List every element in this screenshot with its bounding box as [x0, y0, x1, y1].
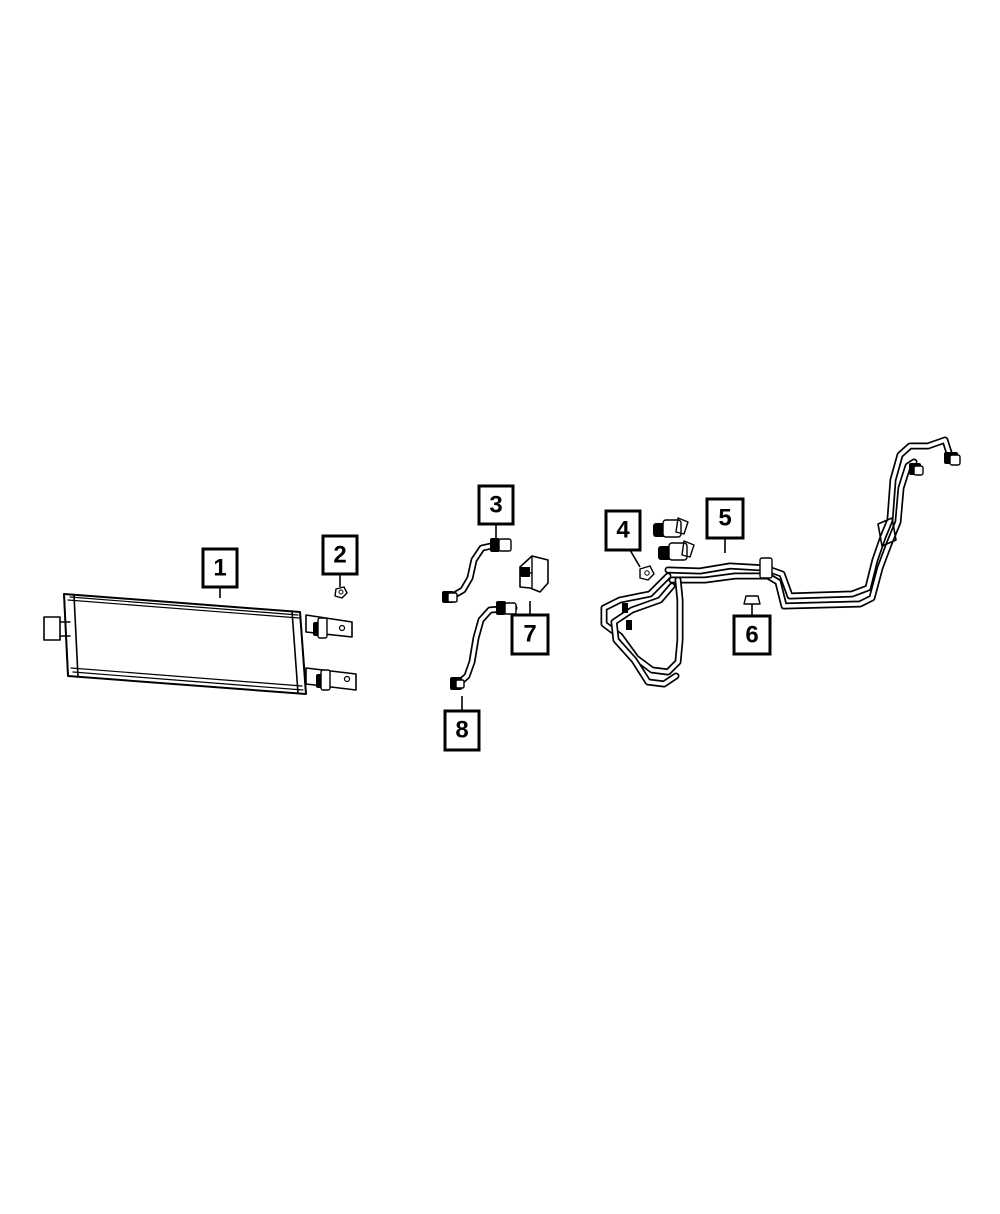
callout-5-label: 5 — [718, 505, 731, 532]
cooler-line-lower — [450, 601, 518, 690]
oil-cooler — [43, 593, 357, 695]
callout-3-label: 3 — [489, 492, 502, 519]
callout-8: 8 — [443, 709, 481, 752]
callout-5: 5 — [705, 497, 745, 540]
callout-7-label: 7 — [523, 621, 536, 648]
bolt — [334, 586, 348, 599]
cooler-hose-assembly — [600, 436, 961, 688]
callout-6-label: 6 — [745, 622, 758, 649]
callout-2: 2 — [321, 534, 359, 576]
cooler-line-upper — [442, 538, 512, 603]
callout-4-label: 4 — [616, 517, 630, 544]
callout-7: 7 — [510, 613, 550, 656]
callout-1-label: 1 — [213, 555, 226, 582]
retaining-clip — [519, 555, 549, 593]
callout-6: 6 — [732, 614, 772, 656]
callout-1: 1 — [201, 547, 239, 589]
callout-3: 3 — [477, 484, 515, 526]
leader-lines — [219, 524, 753, 711]
hose-clip — [743, 595, 761, 605]
callout-8-label: 8 — [455, 717, 468, 744]
fitting-nut — [639, 565, 655, 581]
callout-2-label: 2 — [333, 542, 346, 569]
callout-4: 4 — [604, 509, 642, 552]
leader-4 — [629, 549, 641, 568]
